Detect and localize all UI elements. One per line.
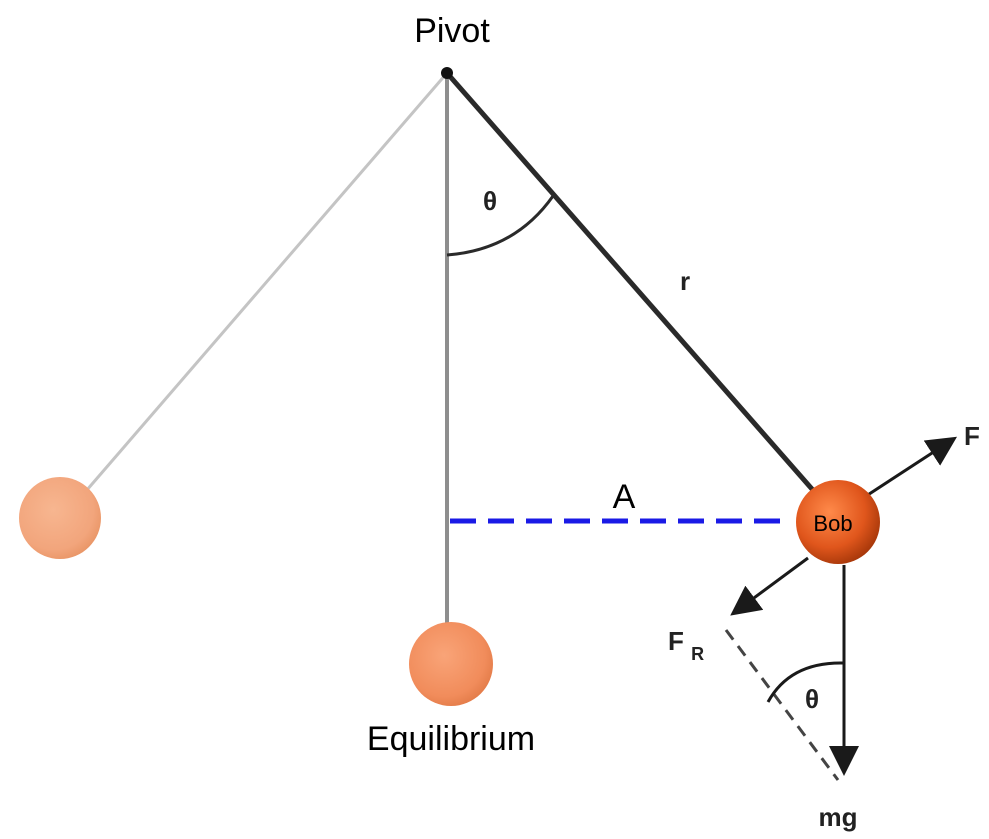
left-string — [78, 72, 449, 499]
bob-label: Bob — [813, 511, 852, 536]
bob — [796, 480, 880, 564]
restoring-force-symbol: F — [668, 626, 684, 656]
top-angle-label: θ — [483, 186, 497, 216]
bottom-angle-arc — [766, 661, 844, 703]
restoring-force-subscript: R — [691, 644, 704, 664]
component-dashed-line — [724, 629, 840, 781]
tension-force-label: F — [964, 421, 980, 451]
top-angle-arc — [446, 195, 555, 257]
amplitude-label: A — [613, 478, 636, 516]
active-string — [445, 71, 828, 507]
bottom-angle-label: θ — [805, 684, 819, 714]
equilibrium-bob — [409, 622, 493, 706]
restoring-force-arrow — [730, 556, 809, 616]
length-label: r — [680, 266, 690, 296]
weight-label: mg — [819, 802, 858, 832]
left-faded-bob — [19, 477, 101, 559]
tension-force-arrow — [859, 436, 958, 502]
equilibrium-label: Equilibrium — [367, 720, 535, 758]
pivot-point — [441, 67, 453, 79]
pivot-label: Pivot — [414, 12, 490, 50]
restoring-force-label: F R — [668, 626, 704, 664]
